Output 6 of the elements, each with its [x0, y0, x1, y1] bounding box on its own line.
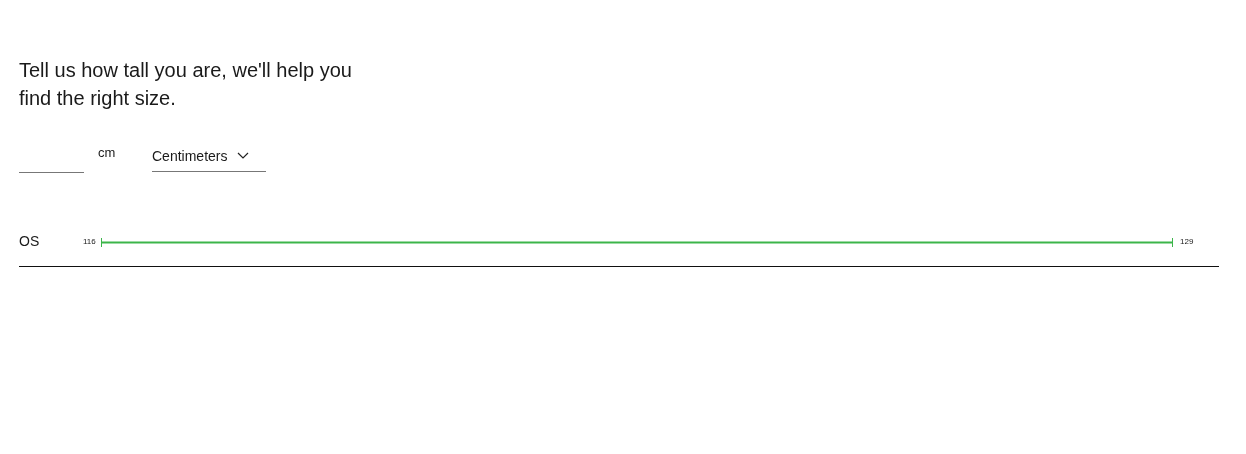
- range-min-value: 116: [83, 237, 96, 246]
- unit-dropdown: Centimeters: [152, 140, 266, 172]
- unit-label: cm: [98, 145, 116, 160]
- range-max-value: 129: [1180, 237, 1194, 246]
- size-label: OS: [19, 233, 40, 249]
- heading: Tell us how tall you are, we'll help you find the right size.: [19, 58, 353, 111]
